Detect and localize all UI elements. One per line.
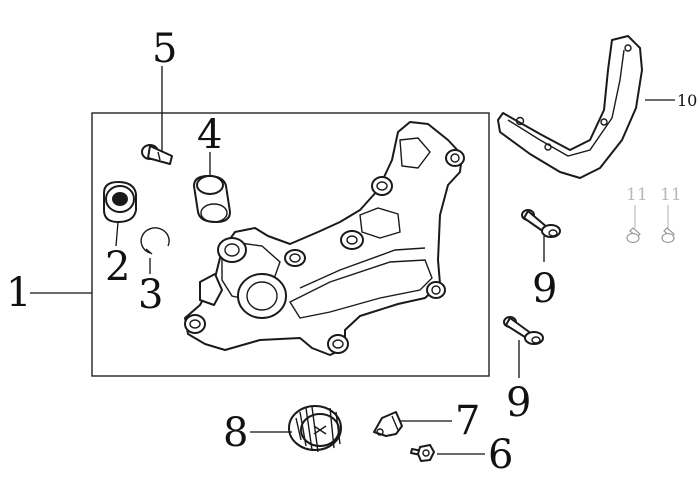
callout-7: 7 bbox=[455, 398, 480, 444]
bushing-ring bbox=[103, 181, 137, 223]
caliper-bracket bbox=[184, 121, 465, 356]
flange-bolt-upper bbox=[521, 209, 561, 238]
snap-ring bbox=[140, 227, 170, 255]
sleeve bbox=[193, 175, 231, 223]
callout-11-left: 11 bbox=[626, 185, 648, 205]
leader-2 bbox=[115, 221, 119, 247]
callout-9-upper: 9 bbox=[532, 266, 557, 312]
small-screw-right bbox=[661, 227, 675, 244]
callout-1: 1 bbox=[6, 270, 31, 316]
pin-bolt bbox=[141, 144, 173, 165]
callout-3: 3 bbox=[138, 272, 163, 318]
guard-plate bbox=[497, 35, 643, 179]
callout-8: 8 bbox=[223, 410, 248, 456]
small-bolt bbox=[410, 444, 435, 462]
flange-bolt-lower bbox=[503, 316, 544, 345]
callout-9-lower: 9 bbox=[506, 380, 531, 426]
assembly-frame bbox=[91, 112, 490, 377]
callout-5: 5 bbox=[152, 26, 177, 72]
small-screw-left bbox=[626, 227, 641, 244]
callout-6: 6 bbox=[488, 432, 513, 478]
reflector bbox=[288, 405, 342, 453]
callout-10: 10 bbox=[677, 91, 697, 110]
clip-bracket bbox=[373, 411, 403, 437]
callout-4: 4 bbox=[197, 112, 222, 158]
callout-11-right: 11 bbox=[660, 185, 682, 205]
callout-2: 2 bbox=[105, 244, 130, 290]
